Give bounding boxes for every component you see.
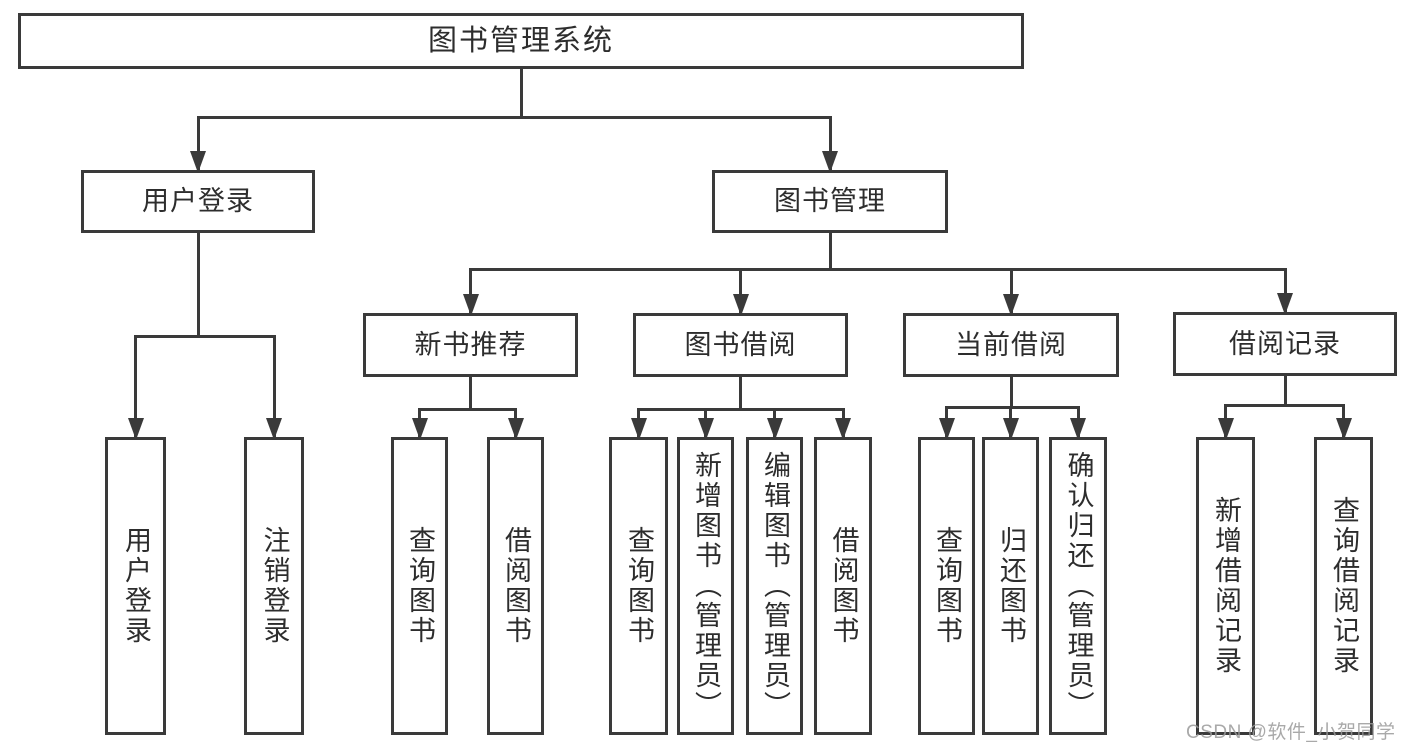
arrowhead-down-icon (1003, 294, 1019, 316)
node-user-login: 用户登录 (81, 170, 315, 233)
arrowhead-down-icon (630, 418, 647, 440)
arrowhead-down-icon (1335, 418, 1352, 440)
connector-line (828, 231, 832, 271)
node-cb-confirm: 确认归还（管理员） (1049, 437, 1107, 735)
arrowhead-down-icon (1277, 293, 1293, 315)
arrowhead-down-icon (462, 294, 479, 316)
arrowhead-down-icon (1070, 418, 1086, 440)
arrowhead-down-icon (822, 151, 838, 173)
node-bb-borrow: 借阅图书 (814, 437, 872, 735)
node-nb-query: 查询图书 (391, 437, 448, 735)
node-current-borrow: 当前借阅 (903, 313, 1119, 377)
arrowhead-down-icon (127, 418, 144, 440)
connector-line (519, 67, 523, 119)
connector-line (469, 375, 472, 411)
connector-line (739, 269, 742, 313)
arrowhead-down-icon (411, 418, 428, 440)
connector-line (828, 117, 832, 170)
connector-line (1283, 374, 1287, 407)
connector-line (134, 336, 137, 437)
connector-line (1009, 375, 1013, 409)
node-br-query: 查询借阅记录 (1314, 437, 1373, 735)
node-cb-return: 归还图书 (982, 437, 1039, 735)
node-bb-edit: 编辑图书（管理员） (746, 437, 803, 735)
connector-line (272, 336, 276, 437)
arrowhead-down-icon (938, 418, 955, 440)
node-book-mgmt: 图书管理 (712, 170, 948, 233)
connector-line (196, 231, 200, 338)
connector-line (418, 407, 517, 411)
connector-line (196, 115, 832, 119)
watermark: CSDN @软件_小贺同学 (1186, 722, 1396, 743)
node-bb-query: 查询图书 (609, 437, 668, 735)
arrowhead-down-icon (1217, 418, 1234, 440)
node-new-book: 新书推荐 (363, 313, 578, 377)
arrowhead-down-icon (697, 418, 714, 440)
connector-line (637, 407, 845, 411)
node-ul-login: 用户登录 (105, 437, 166, 735)
arrowhead-down-icon (732, 294, 749, 316)
connector-line (469, 269, 472, 313)
arrowhead-down-icon (266, 418, 282, 440)
connector-line (1283, 269, 1287, 312)
arrowhead-down-icon (190, 151, 206, 173)
node-root: 图书管理系统 (18, 13, 1024, 69)
arrowhead-down-icon (766, 418, 783, 440)
arrowhead-down-icon (507, 418, 524, 440)
connector-line (739, 375, 742, 411)
node-bb-add: 新增图书（管理员） (677, 437, 734, 735)
connector-line (1224, 403, 1345, 407)
connector-line (196, 117, 200, 170)
node-book-borrow: 图书借阅 (633, 313, 848, 377)
connector-line (134, 334, 276, 338)
node-nb-borrow: 借阅图书 (487, 437, 544, 735)
node-borrow-records: 借阅记录 (1173, 312, 1397, 376)
node-cb-query: 查询图书 (918, 437, 975, 735)
connector-line (469, 267, 1287, 271)
node-ul-logout: 注销登录 (244, 437, 304, 735)
arrowhead-down-icon (835, 418, 851, 440)
connector-line (945, 405, 1080, 409)
arrowhead-down-icon (1002, 418, 1019, 440)
connector-line (1009, 269, 1013, 313)
node-br-add: 新增借阅记录 (1196, 437, 1255, 735)
